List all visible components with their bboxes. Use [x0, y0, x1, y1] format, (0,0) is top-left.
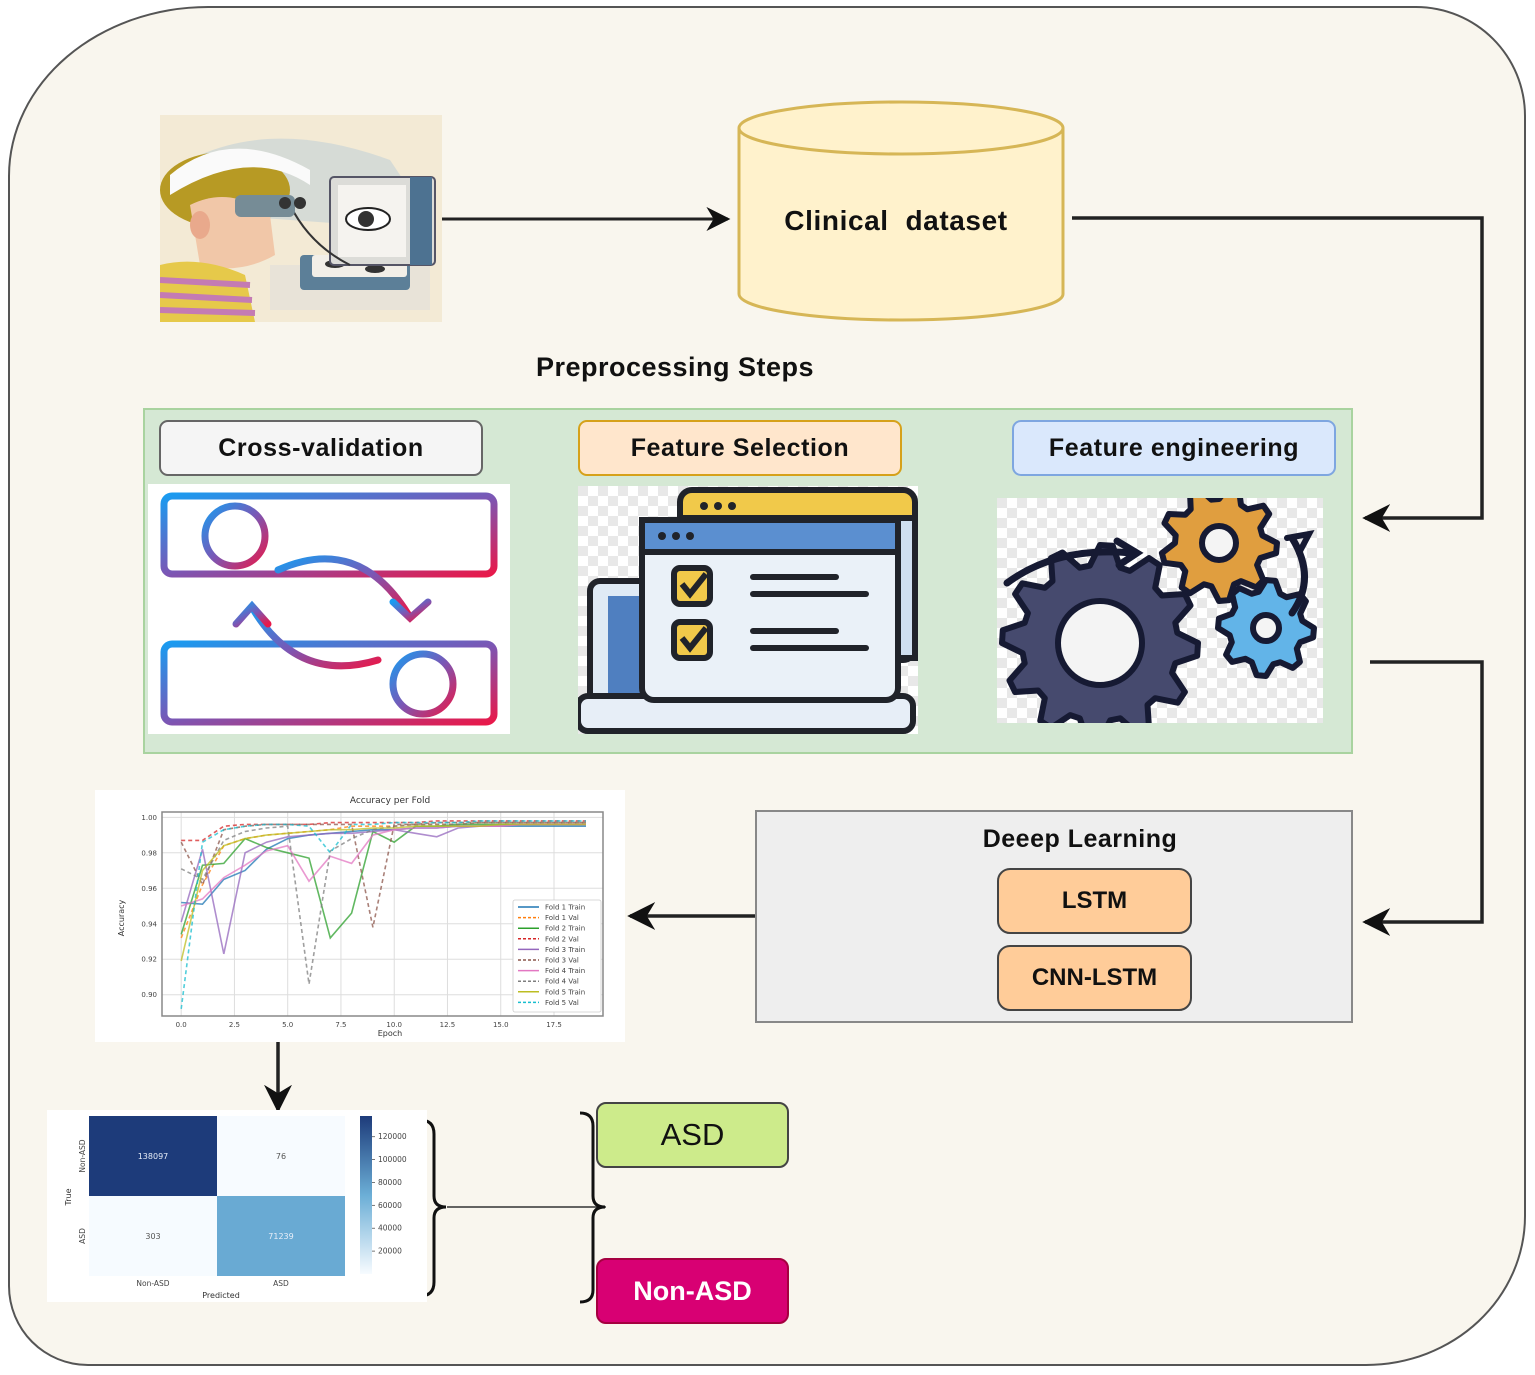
step-label-feature-selection: Feature Selection [578, 420, 902, 476]
cm-x-tick-label: ASD [273, 1279, 289, 1288]
cm-cell [89, 1196, 217, 1276]
cm-cell-value: 138097 [138, 1152, 169, 1161]
cm-x-tick-label: Non-ASD [136, 1279, 169, 1288]
x-tick-label: 15.0 [493, 1021, 509, 1029]
x-tick-label: 17.5 [546, 1021, 562, 1029]
cm-cell [217, 1116, 345, 1196]
accuracy-chart-svg: Accuracy per Fold Epoch Accuracy 0.0 2.5 5… [117, 796, 604, 1038]
brace-matrix [419, 1118, 447, 1298]
colorbar-tick-label: 80000 [378, 1178, 402, 1187]
accuracy-chart: Accuracy per Fold Epoch Accuracy 0.0 2.5 5… [95, 790, 625, 1042]
dataset-label: Clinical dataset [784, 205, 1008, 236]
arrow-dataset-to-preprocessing [1072, 216, 1484, 532]
gears-icon [997, 498, 1323, 723]
colorbar-tick-label: 20000 [378, 1247, 402, 1256]
series-line-fold-5-train [180, 823, 586, 962]
legend-label: Fold 2 Val [545, 935, 579, 943]
legend-label: Fold 1 Val [545, 914, 579, 922]
chart-title: Accuracy per Fold [350, 796, 430, 806]
series-line-fold-3-val [180, 821, 586, 928]
y-tick-label: 0.96 [141, 885, 157, 893]
legend-label: Fold 3 Val [545, 957, 579, 965]
y-tick-label: 0.94 [141, 920, 157, 928]
orange-gear-icon [1158, 498, 1280, 604]
cm-y-tick-label: Non-ASD [78, 1139, 87, 1172]
series-line-fold-2-val [181, 820, 586, 842]
model-lstm: LSTM [997, 868, 1192, 934]
legend-label: Fold 4 Train [545, 967, 585, 975]
series-line-fold-5-val [180, 820, 586, 1010]
legend-label: Fold 5 Train [545, 988, 585, 996]
step-label-feature-engineering: Feature engineering [1012, 420, 1336, 476]
arrow-preprocessing-to-deeplearning [1362, 660, 1484, 936]
colorbar-tick-label: 60000 [378, 1201, 402, 1210]
y-tick-label: 0.92 [141, 956, 157, 964]
feature-selection-icon [578, 486, 918, 734]
x-tick-label: 10.0 [386, 1021, 402, 1029]
blue-gear-icon [1215, 577, 1317, 679]
legend-label: Fold 2 Train [545, 925, 585, 933]
cm-cell-value: 303 [145, 1232, 160, 1241]
y-tick-label: 1.00 [141, 814, 157, 822]
model-cnn-lstm: CNN-LSTM [997, 945, 1192, 1011]
x-tick-label: 7.5 [335, 1021, 346, 1029]
large-gear-icon [999, 542, 1201, 723]
cm-cell-value: 71239 [268, 1232, 293, 1241]
cm-cell [89, 1116, 217, 1196]
series-line-fold-1-train [181, 825, 586, 906]
step-label-cross-validation: Cross-validation [159, 420, 483, 476]
cm-xlabel: Predicted [202, 1291, 240, 1300]
chart-xlabel: Epoch [378, 1029, 403, 1038]
y-tick-label: 0.90 [141, 991, 157, 999]
preprocessing-title: Preprocessing Steps [535, 352, 815, 382]
cm-ylabel: True [64, 1188, 73, 1206]
legend-label: Fold 1 Train [545, 904, 585, 912]
cm-cell [217, 1196, 345, 1276]
x-tick-label: 5.0 [282, 1021, 293, 1029]
colorbar-tick-label: 40000 [378, 1224, 402, 1233]
brace-outputs [579, 1111, 606, 1304]
colorbar-tick-label: 100000 [378, 1155, 407, 1164]
deep-learning-title: Deeep Learning [982, 825, 1178, 853]
x-tick-label: 2.5 [229, 1021, 240, 1029]
legend-label: Fold 4 Val [545, 978, 579, 986]
legend-label: Fold 3 Train [545, 946, 585, 954]
output-asd: ASD [596, 1102, 789, 1168]
dataset-cylinder-icon [737, 100, 1065, 322]
x-tick-label: 0.0 [176, 1021, 187, 1029]
chart-ylabel: Accuracy [117, 899, 126, 936]
y-tick-label: 0.98 [141, 849, 157, 857]
cross-validation-icon [148, 484, 510, 734]
colorbar [360, 1116, 372, 1274]
x-tick-label: 12.5 [440, 1021, 456, 1029]
legend-label: Fold 5 Val [545, 999, 579, 1007]
cm-cell-value: 76 [276, 1152, 286, 1161]
eye-tracking-illustration [160, 115, 442, 322]
cm-y-tick-label: ASD [78, 1228, 87, 1244]
colorbar-tick-label: 120000 [378, 1132, 407, 1141]
output-non-asd: Non-ASD [596, 1258, 789, 1324]
